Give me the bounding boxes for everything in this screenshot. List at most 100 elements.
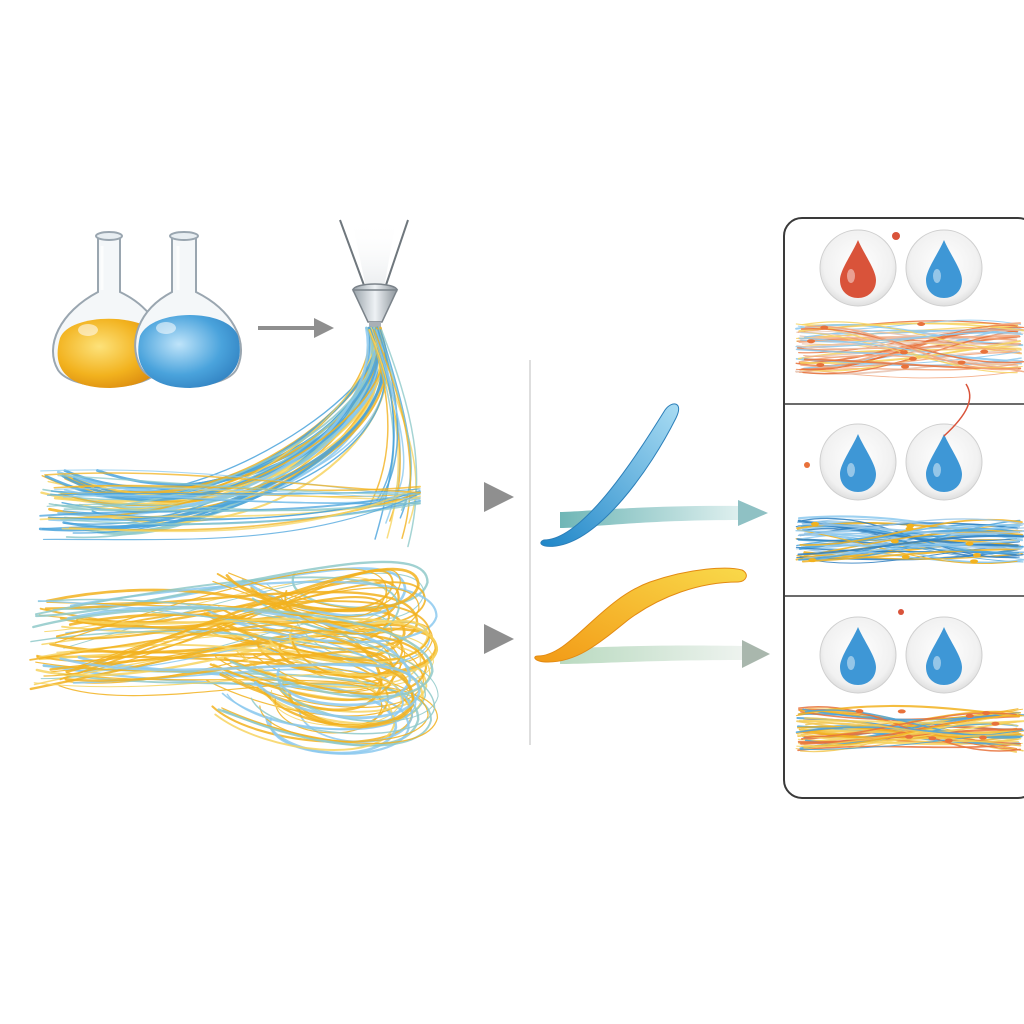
fiber-bead: [807, 339, 816, 344]
fiber-strand: [801, 548, 1020, 563]
fiber-strand: [54, 327, 374, 508]
fiber-strand: [797, 515, 1024, 542]
fiber-strand: [799, 331, 1023, 369]
stream-lower: [534, 567, 770, 668]
fiber-strand: [803, 358, 1022, 370]
flask-blue: [134, 231, 242, 388]
fiber-bead: [897, 709, 906, 714]
fiber-strand: [65, 567, 420, 674]
fiber-strand: [803, 551, 1023, 560]
water-droplet-icon: [905, 616, 983, 694]
fiber-bead: [901, 554, 910, 559]
fiber-strand: [373, 329, 412, 540]
fiber-strand: [800, 331, 1022, 343]
water-droplet-icon: [905, 423, 983, 501]
fiber-strand: [44, 326, 381, 502]
fiber-strand: [67, 491, 421, 497]
water-droplet-icon: [819, 423, 897, 501]
fiber-bead: [890, 539, 899, 544]
fiber-bead: [978, 735, 987, 740]
fiber-strand: [797, 712, 1020, 740]
fiber-strand: [801, 522, 1024, 535]
fiber-strand: [33, 673, 402, 727]
fiber-bundle-upper: [38, 326, 421, 548]
oil-droplet-icon: [819, 229, 897, 307]
fiber-bead: [899, 350, 908, 355]
fiber-strand: [801, 329, 1021, 349]
fiber-bead: [980, 349, 989, 354]
fiber-strand: [61, 485, 421, 533]
fiber-strand: [796, 331, 1023, 365]
fiber-strand: [804, 717, 1020, 737]
fiber-strand: [373, 329, 405, 502]
arrow-right-icon: [420, 482, 514, 512]
fiber-strand: [35, 560, 429, 618]
stream-upper: [540, 403, 768, 547]
arrow-right-icon: [428, 624, 514, 654]
fiber-strand: [798, 354, 1024, 373]
fiber-strand: [380, 329, 418, 548]
connector-thread: [943, 383, 971, 437]
fiber-bead: [944, 738, 953, 743]
fiber-strand: [796, 332, 1024, 349]
fiber-strand: [802, 708, 1020, 721]
fiber-bead: [855, 709, 864, 714]
fiber-strand: [38, 643, 396, 751]
fiber-strand: [36, 570, 394, 662]
fiber-bead: [991, 721, 1000, 726]
fiber-bead: [816, 362, 825, 367]
fiber-mats: [795, 319, 1024, 753]
fiber-strand: [797, 743, 1021, 752]
fiber-strand: [798, 337, 1023, 362]
fiber-strand: [798, 546, 1020, 564]
fiber-strand: [69, 580, 438, 643]
arrow-right-icon: [258, 318, 334, 338]
fiber-strand: [44, 472, 421, 494]
fiber-bead: [811, 521, 820, 526]
fiber-strand: [70, 651, 429, 743]
fiber-strand: [46, 488, 421, 496]
fiber-strand: [78, 587, 420, 667]
fiber-strand: [34, 576, 400, 635]
fiber-strand: [800, 328, 1024, 364]
fiber-strand: [75, 617, 428, 695]
fiber-strand: [798, 518, 1024, 536]
fiber-strand: [799, 729, 1024, 751]
fiber-bead: [905, 526, 914, 531]
fiber-strand: [798, 322, 1024, 332]
fiber-bead: [917, 322, 926, 327]
fiber-strand: [58, 682, 383, 734]
fiber-strand: [805, 369, 1022, 379]
fiber-bead: [820, 325, 829, 330]
fiber-bead: [906, 523, 915, 528]
fiber-strand: [59, 502, 421, 526]
fiber-bead: [808, 558, 817, 563]
fiber-bead: [972, 552, 981, 557]
fiber-bead: [965, 541, 974, 546]
fiber-strand: [802, 524, 1020, 540]
fiber-strand: [801, 351, 1020, 365]
fiber-strand: [795, 348, 1022, 365]
fiber-strand: [799, 532, 1017, 549]
fiber-strand: [32, 607, 434, 699]
fiber-strand: [35, 619, 429, 677]
splash-dot: [898, 609, 904, 615]
fiber-strand: [42, 492, 421, 541]
fiber-bead: [904, 734, 913, 739]
fiber-strand: [54, 487, 421, 501]
fiber-strand: [57, 326, 370, 517]
fiber-bundle-lower: [29, 560, 439, 755]
fiber-bead: [908, 356, 917, 361]
fiber-strand: [49, 652, 414, 727]
fiber-bead: [957, 360, 966, 365]
spinneret-nozzle-icon: [339, 219, 409, 330]
fiber-strand: [804, 325, 1019, 371]
fiber-strand: [67, 605, 412, 707]
fiber-bead: [928, 736, 937, 741]
fiber-bead: [982, 711, 991, 716]
fiber-strand: [57, 474, 421, 495]
fiber-bead: [970, 559, 979, 564]
splash-dot: [892, 232, 900, 240]
fiber-strand: [63, 501, 421, 512]
